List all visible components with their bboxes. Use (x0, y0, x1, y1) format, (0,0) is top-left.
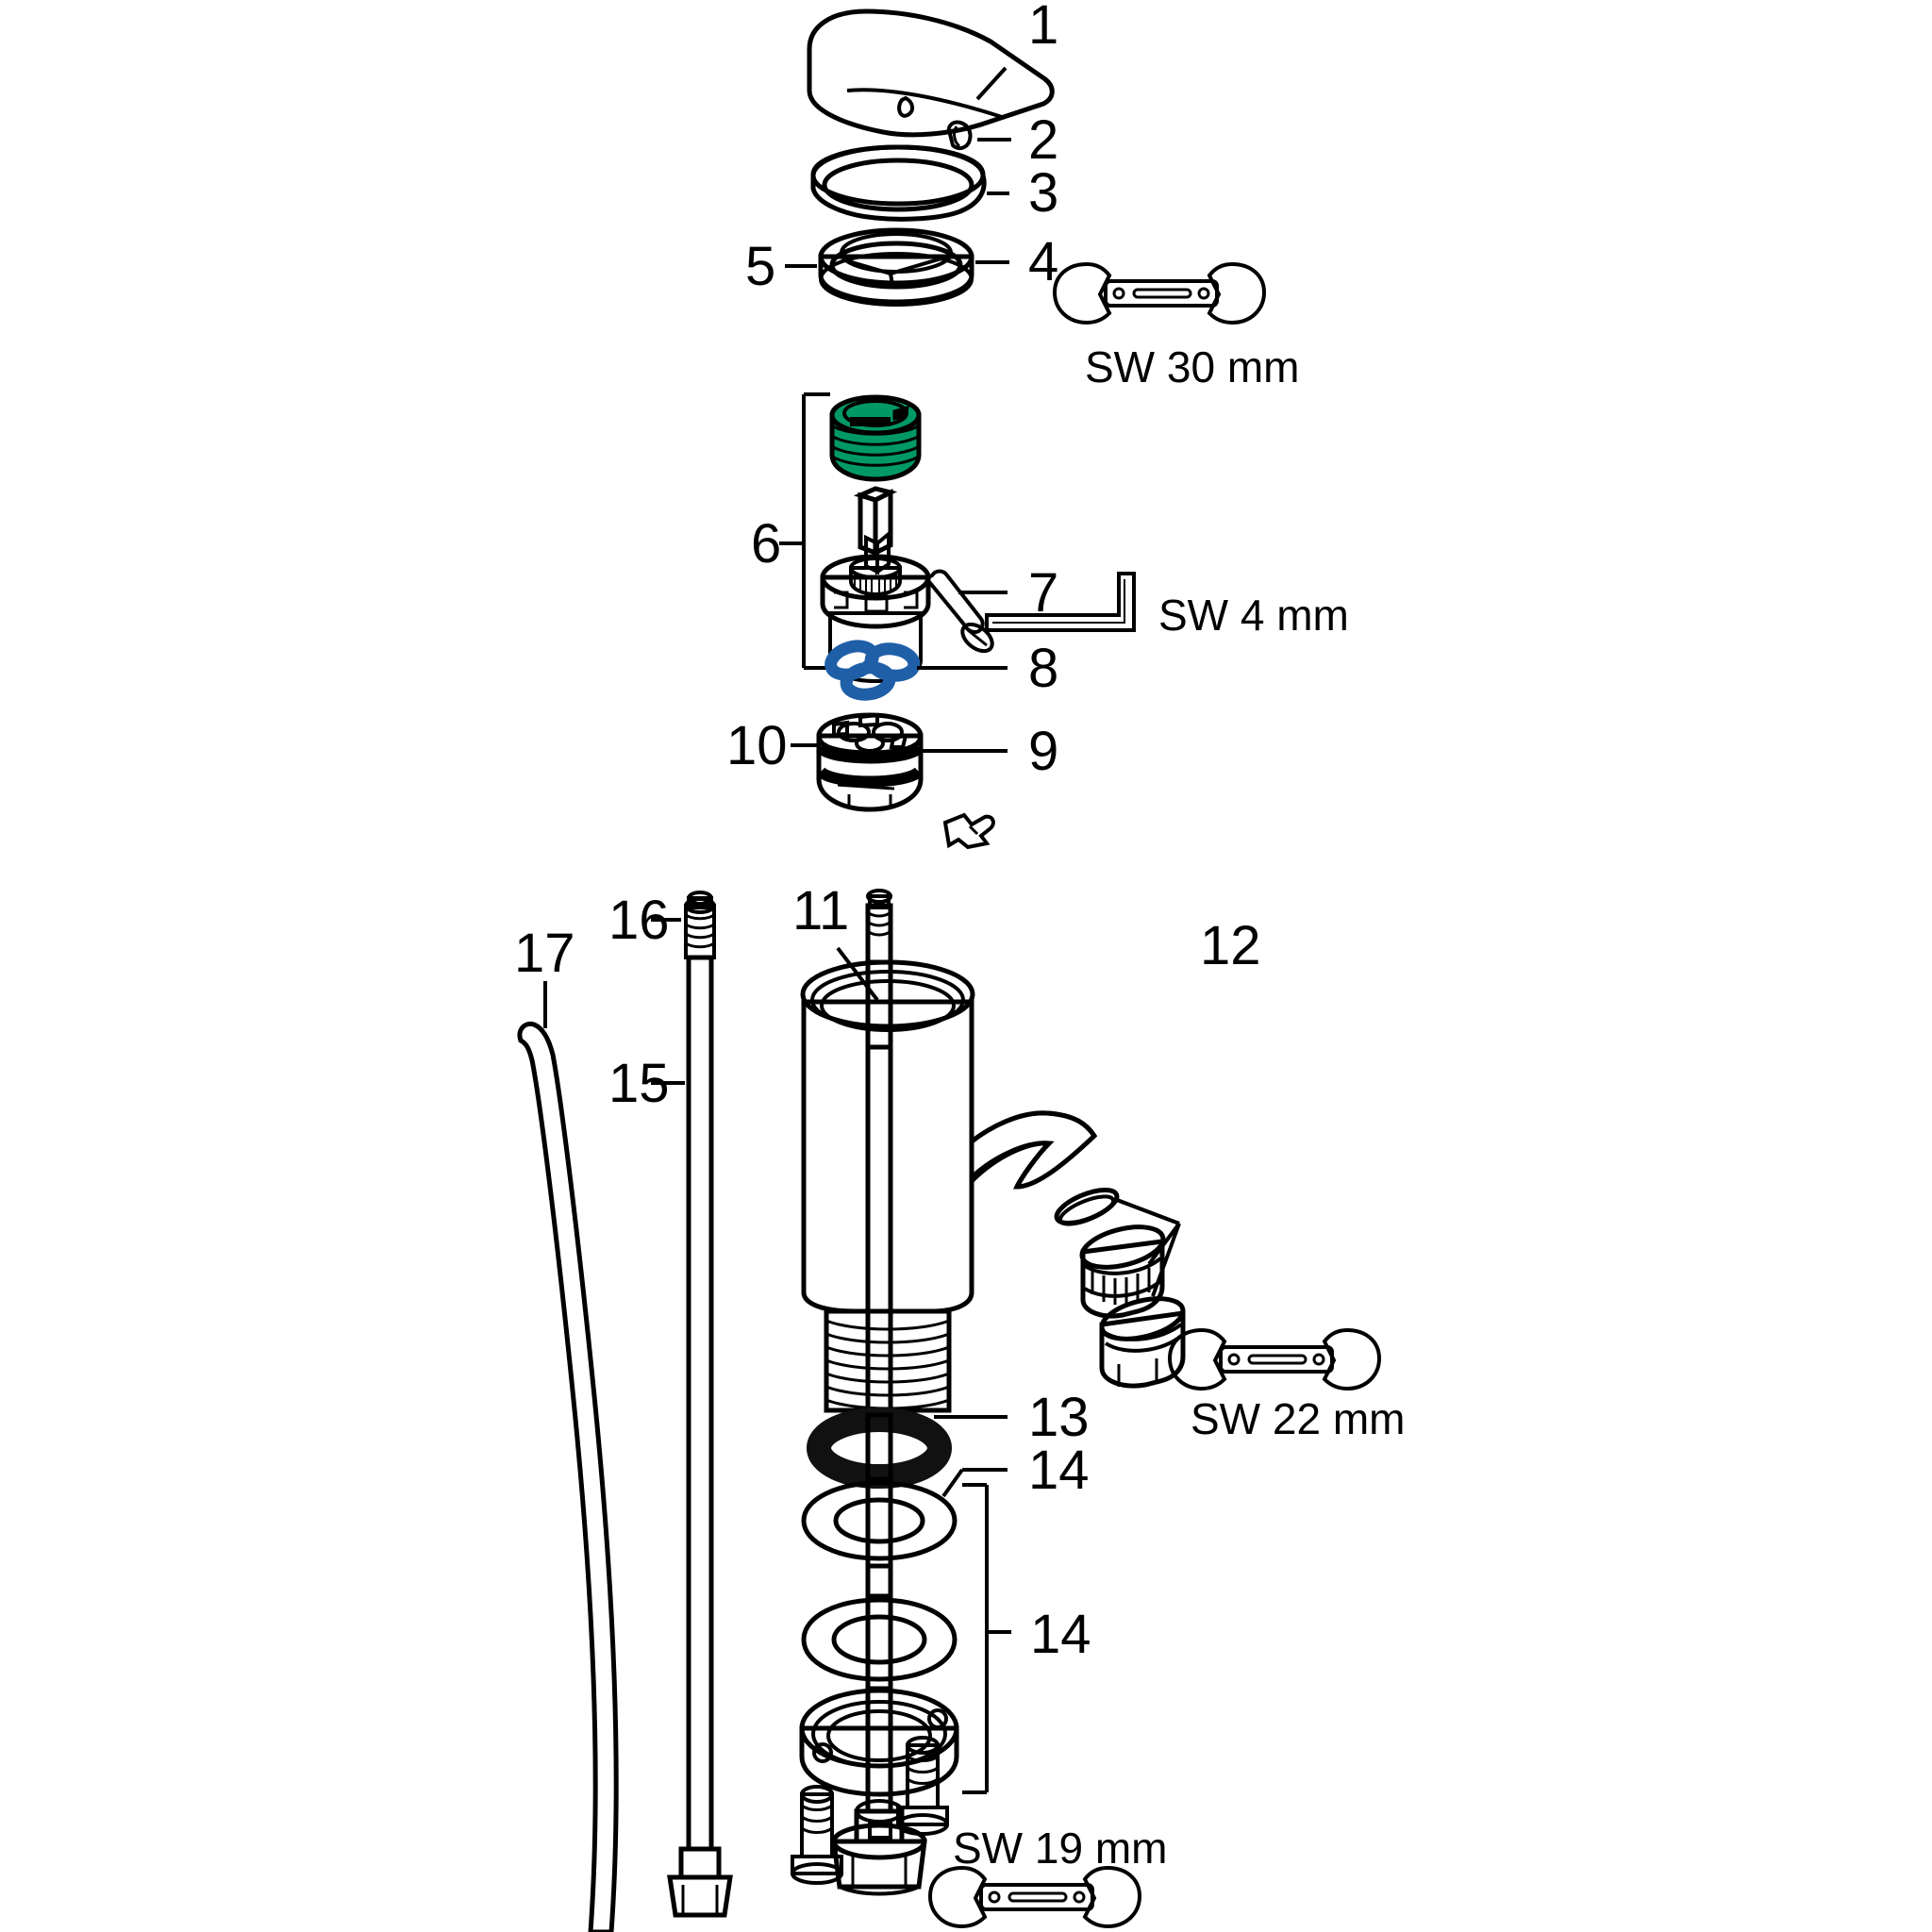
part-supply-hose-left (667, 891, 733, 1918)
callout-5: 5 (745, 236, 817, 297)
callout-10-label: 10 (726, 715, 788, 776)
label-mask (1019, 1604, 1132, 1670)
callout-16-label: 15 (608, 1053, 670, 1114)
callout-11-label: 11 (792, 880, 849, 941)
part-seal-set (824, 640, 921, 701)
part-pop-up-lift-rod (517, 1021, 619, 1932)
callout-1: 1 (975, 0, 1058, 101)
mounting-screw-right (896, 1736, 949, 1836)
callout-8: 8 (917, 638, 1058, 699)
part-retaining-clip (942, 812, 995, 850)
callout-12-label: 12 (1200, 915, 1261, 976)
callout-11: 11 (792, 880, 879, 1002)
callout-13-label: 13 (1028, 1387, 1090, 1448)
tool-sw19-label: SW 19 mm (953, 1824, 1167, 1873)
callout-15-label: 14 (1028, 1440, 1090, 1501)
cartridge-stem (853, 486, 898, 575)
part-mounting-set (791, 1483, 1011, 1896)
part-flow-unit (816, 712, 924, 812)
tool-sw22: SW 22 mm (1167, 1327, 1405, 1443)
part-handle-cover-cap (810, 144, 987, 222)
callout-10: 10 (726, 715, 817, 776)
part-aerator-assembly (1054, 1187, 1186, 1389)
callout-3-label: 3 (1028, 162, 1058, 224)
mounting-screw-left (791, 1785, 843, 1885)
part-cap-ring (818, 227, 974, 307)
callout-9: 9 (921, 721, 1058, 782)
callout-2: 2 (977, 109, 1058, 171)
callout-18: 17 (514, 923, 575, 1028)
callout-8-label: 8 (1028, 638, 1058, 699)
open-end-wrench-icon (1052, 261, 1267, 325)
callout-5-label: 5 (745, 236, 775, 297)
cartridge-green-nut (829, 394, 922, 482)
open-end-wrench-icon (1167, 1327, 1382, 1391)
callout-3: 3 (987, 162, 1058, 224)
callout-2-label: 2 (1028, 109, 1058, 171)
part-cartridge-assembly (779, 392, 931, 684)
callout-13: 13 (934, 1387, 1090, 1448)
tool-sw30: SW 30 mm (1052, 261, 1299, 391)
part-grub-screw-plug (946, 120, 973, 151)
callout-1-label: 1 (1028, 0, 1058, 56)
callout-18-label: 17 (514, 923, 575, 984)
tool-sw30-label: SW 30 mm (1085, 342, 1299, 391)
tool-sw4-label: SW 4 mm (1158, 591, 1349, 640)
tool-sw19: SW 19 mm (927, 1824, 1167, 1929)
callout-14-number: 14 (1030, 1604, 1091, 1665)
tool-sw4: SW 4 mm (985, 572, 1349, 640)
callout-4-label: 4 (1028, 231, 1058, 292)
callout-15: 14 (941, 1440, 1090, 1501)
callout-9-label: 9 (1028, 721, 1058, 782)
part-set-screw (925, 569, 994, 654)
open-end-wrench-icon (927, 1865, 1142, 1929)
bottom-coupling-nut (831, 1799, 927, 1896)
aerator-housing (1099, 1296, 1186, 1389)
callout-6-label: 6 (751, 513, 781, 575)
callout-17-label: 16 (608, 890, 670, 951)
part-lever-handle (807, 8, 1055, 138)
tool-sw22-label: SW 22 mm (1191, 1394, 1405, 1443)
callout-16: 15 (608, 1053, 685, 1114)
aerator-mesh (1079, 1224, 1166, 1319)
callout-4: 4 (975, 231, 1058, 292)
part-washer-gray (801, 1476, 958, 1569)
callout-17: 16 (608, 890, 681, 951)
